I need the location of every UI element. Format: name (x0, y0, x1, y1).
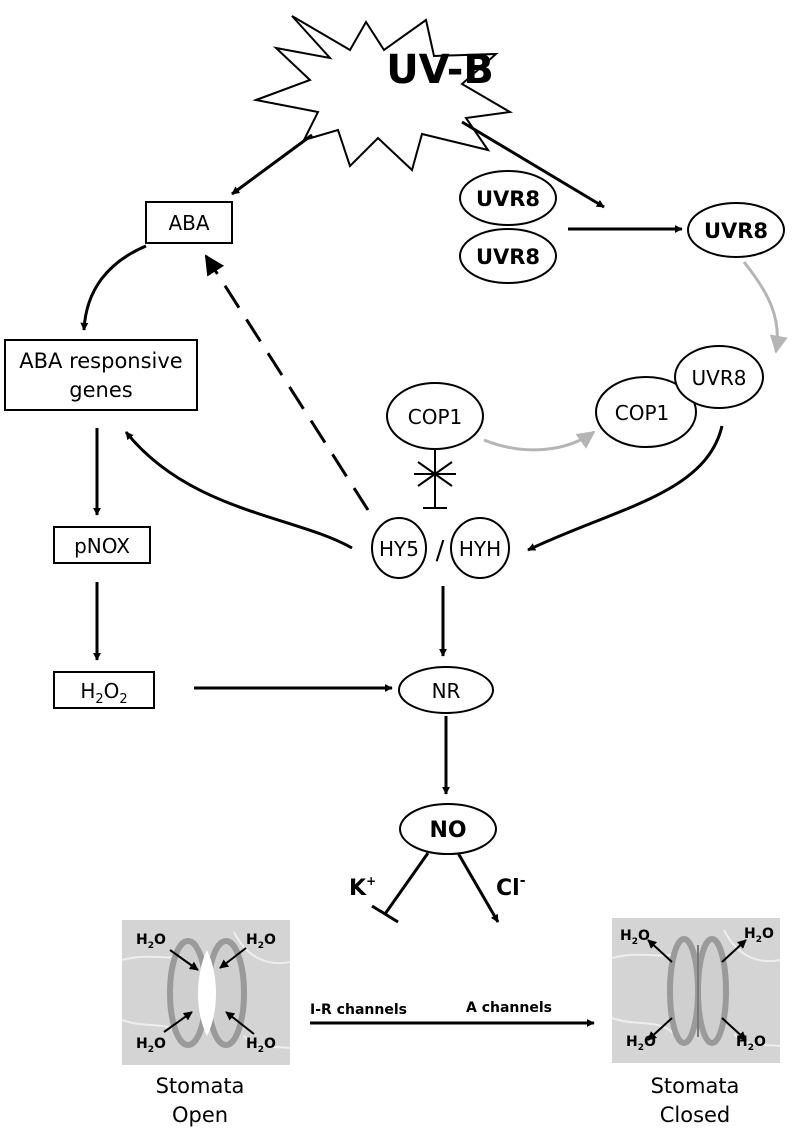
uvr8-complex-label: UVR8 (692, 366, 747, 390)
cop1-complex (595, 376, 697, 448)
hyh-label: HYH (459, 537, 501, 561)
uvr8-dimer-bottom-label: UVR8 (476, 245, 540, 269)
inhibit-no-to-k (383, 852, 430, 915)
grey-arrow-cop1-to-complex (483, 430, 596, 452)
aba-label: ABA (168, 211, 209, 235)
uvr8-dimer-top-label: UVR8 (476, 187, 540, 211)
hy5-label: HY5 (379, 537, 419, 561)
uvb-burst: UV-B (252, 15, 514, 172)
arrow-uvb-to-aba (231, 133, 313, 196)
pnox-label: pNOX (74, 534, 130, 558)
stomata-closed-caption-line2: Closed (660, 1103, 731, 1127)
cl-ion-label: Cl- (496, 873, 526, 901)
uvr8-dimer-bottom (459, 228, 557, 284)
nr-label: NR (432, 679, 461, 703)
stomata-closed-water-br: H2O (736, 1034, 766, 1053)
uvr8-monomer (687, 202, 785, 258)
nr-node (398, 666, 494, 714)
inhibit-bar-k (371, 904, 399, 924)
stomata-closed-water-bl: H2O (626, 1034, 656, 1053)
arrow-hy5-to-genes (124, 431, 353, 550)
hyh-node (450, 517, 510, 579)
ir-channels-label: I-R channels (310, 1002, 407, 1018)
cop1-complex-label: COP1 (615, 401, 670, 425)
hy5-hyh-separator: / (436, 536, 445, 566)
uvr8-complex (674, 345, 764, 409)
no-label: NO (429, 818, 466, 843)
stomata-closed-water-tl: H2O (620, 928, 650, 947)
aba-box (145, 201, 233, 244)
dashed-arrow-hy5-to-aba (204, 254, 370, 511)
h2o2-box (53, 671, 155, 709)
a-channels-label: A channels (466, 1000, 552, 1016)
stomata-open-caption-line2: Open (172, 1103, 228, 1127)
arrow-complex-to-hyh (527, 425, 724, 552)
stomata-open-water-tl: H2O (136, 932, 166, 951)
grey-arrow-monomer-to-complex (742, 261, 788, 354)
no-node (399, 803, 497, 855)
stomata-open-water-tr: H2O (246, 932, 276, 951)
stomata-open-illustration: H2O H2O H2O H2O (121, 920, 291, 1065)
aba-genes-box (4, 339, 198, 411)
cop1-free-label: COP1 (408, 405, 463, 429)
stomata-open-water-bl: H2O (136, 1036, 166, 1055)
uvr8-dimer-top (459, 170, 557, 226)
uvr8-monomer-label: UVR8 (704, 219, 768, 243)
cop1-inhibition-blocked (414, 450, 456, 509)
aba-genes-line2: genes (69, 378, 132, 402)
aba-genes-line1: ABA responsive (19, 349, 182, 373)
stomata-closed-water-tr: H2O (744, 926, 774, 945)
stomata-closed-illustration: H2O H2O H2O H2O (611, 918, 781, 1063)
stomata-open-water-br: H2O (246, 1036, 276, 1055)
arrow-uvb-to-uvr8 (461, 120, 605, 209)
k-ion-label: K+ (349, 874, 376, 901)
arrow-no-to-cl (456, 852, 500, 923)
cop1-free (386, 382, 484, 450)
h2o2-label: H2O2 (80, 679, 127, 707)
stomata-closed-caption-line1: Stomata (651, 1074, 740, 1098)
arrow-aba-to-genes (80, 244, 147, 331)
pnox-box (53, 526, 151, 564)
stomata-open-caption-line1: Stomata (156, 1074, 245, 1098)
uvb-label: UV-B (386, 47, 494, 93)
hy5-node (371, 517, 427, 579)
